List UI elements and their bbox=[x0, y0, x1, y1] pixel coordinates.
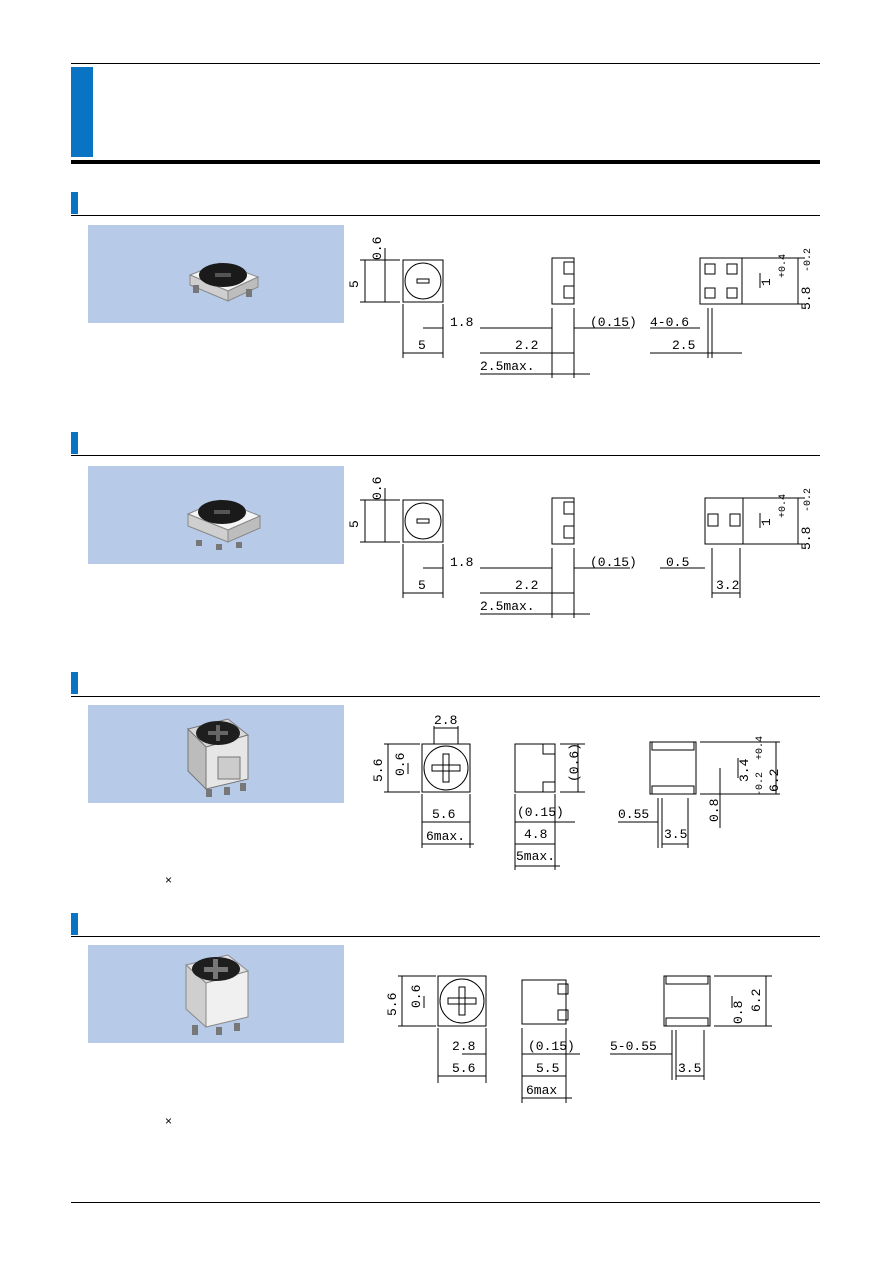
s1-dim-2: 1.8 bbox=[450, 315, 473, 330]
s3-bot-4: +0.4 bbox=[755, 736, 766, 760]
s2-dim-2: 1.8 bbox=[450, 555, 473, 570]
section-1-rule bbox=[71, 215, 820, 216]
s1-bot-4: 5.8 bbox=[799, 287, 814, 310]
s3-bot-1: 3.5 bbox=[664, 827, 687, 842]
s3-bot-0: 0.55 bbox=[618, 807, 649, 822]
section-2-rule bbox=[71, 455, 820, 456]
s2-dim-1: 5 bbox=[347, 520, 362, 528]
s3-dim-1: 5.6 bbox=[371, 759, 386, 782]
section-2-marker bbox=[71, 432, 78, 454]
header-top-line bbox=[71, 63, 820, 64]
s4-bot-0: 5-0.55 bbox=[610, 1039, 657, 1054]
header-rule bbox=[71, 160, 820, 164]
s1-side-1: 2.2 bbox=[515, 338, 538, 353]
s2-side-1: 2.2 bbox=[515, 578, 538, 593]
s4-bot-1: 3.5 bbox=[678, 1061, 701, 1076]
s4-side-1: 5.5 bbox=[536, 1061, 559, 1076]
section-3-dimension-drawing: 2.8 5.6 0.6 5.6 6max. (0.6) (0.15) 4.8 5… bbox=[371, 713, 782, 870]
section-4-rule bbox=[71, 936, 820, 937]
s2-dim-3: 5 bbox=[418, 578, 426, 593]
footer-rule bbox=[71, 1202, 820, 1203]
s2-side-0: (0.15) bbox=[590, 555, 637, 570]
s3-dim-3: 5.6 bbox=[432, 807, 455, 822]
s1-dim-0: 0.6 bbox=[370, 237, 385, 260]
s2-bot-1: 3.2 bbox=[716, 578, 739, 593]
s4-dim-1: 0.6 bbox=[409, 985, 424, 1008]
section-1-marker bbox=[71, 192, 78, 214]
s1-bot-0: 4-0.6 bbox=[650, 315, 689, 330]
s1-side-2: 2.5max. bbox=[480, 359, 535, 374]
s4-dim-2: 2.8 bbox=[452, 1039, 475, 1054]
s2-side-2: 2.5max. bbox=[480, 599, 535, 614]
s3-bot-3: 3.4 bbox=[737, 758, 752, 782]
s1-side-0: (0.15) bbox=[590, 315, 637, 330]
s1-bot-5: -0.2 bbox=[803, 248, 814, 272]
s4-dim-3: 5.6 bbox=[452, 1061, 475, 1076]
section-3-marker bbox=[71, 672, 78, 694]
s3-dim-4: 6max. bbox=[426, 829, 465, 844]
s4-dim-0: 5.6 bbox=[385, 993, 400, 1016]
s1-dim-1: 5 bbox=[347, 280, 362, 288]
header-accent-block bbox=[71, 67, 93, 157]
s2-bot-3: +0.4 bbox=[778, 494, 789, 518]
s3-side-0: (0.6) bbox=[567, 743, 582, 782]
s1-dim-3: 5 bbox=[418, 338, 426, 353]
s3-bot-6: -0.2 bbox=[755, 772, 766, 796]
s3-bot-2: 0.8 bbox=[707, 799, 722, 822]
section-3-product-photo bbox=[88, 705, 344, 803]
s4-bot-3: 6.2 bbox=[749, 989, 764, 1012]
s3-side-2: 4.8 bbox=[524, 827, 547, 842]
s4-bot-2: 0.8 bbox=[731, 1001, 746, 1024]
section-1-product-photo bbox=[88, 225, 344, 323]
s3-side-3: 5max. bbox=[516, 849, 555, 864]
section-3-note: × bbox=[165, 873, 173, 887]
s2-dim-0: 0.6 bbox=[370, 477, 385, 500]
s3-bot-5: 6.2 bbox=[767, 769, 782, 792]
s3-dim-0: 2.8 bbox=[434, 713, 457, 728]
s1-bot-2: 1 bbox=[759, 278, 774, 286]
s1-bot-3: +0.4 bbox=[778, 254, 789, 278]
s2-bot-2: 1 bbox=[759, 518, 774, 526]
section-2-product-photo bbox=[88, 466, 344, 564]
s1-bot-1: 2.5 bbox=[672, 338, 695, 353]
s4-side-0: (0.15) bbox=[528, 1039, 575, 1054]
s2-bot-5: -0.2 bbox=[803, 488, 814, 512]
section-4-dimension-drawing: 5.6 0.6 2.8 5.6 (0.15) 5.5 6max 5-0.55 3… bbox=[385, 975, 772, 1103]
s3-dim-2: 0.6 bbox=[393, 753, 408, 776]
section-4-product-photo bbox=[88, 945, 344, 1043]
section-3-rule bbox=[71, 696, 820, 697]
section-4-marker bbox=[71, 913, 78, 935]
s2-bot-0: 0.5 bbox=[666, 555, 689, 570]
section-1-dimension-drawing: 0.6 5 1.8 5 (0.15) 2.2 2.5max. 4-0.6 2.5… bbox=[347, 237, 814, 378]
s3-side-1: (0.15) bbox=[517, 805, 564, 820]
section-4-note: × bbox=[165, 1114, 173, 1128]
s2-bot-4: 5.8 bbox=[799, 527, 814, 550]
s4-side-2: 6max bbox=[526, 1083, 557, 1098]
section-2-dimension-drawing: 0.6 5 1.8 5 (0.15) 2.2 2.5max. 0.5 3.2 1… bbox=[347, 477, 814, 618]
